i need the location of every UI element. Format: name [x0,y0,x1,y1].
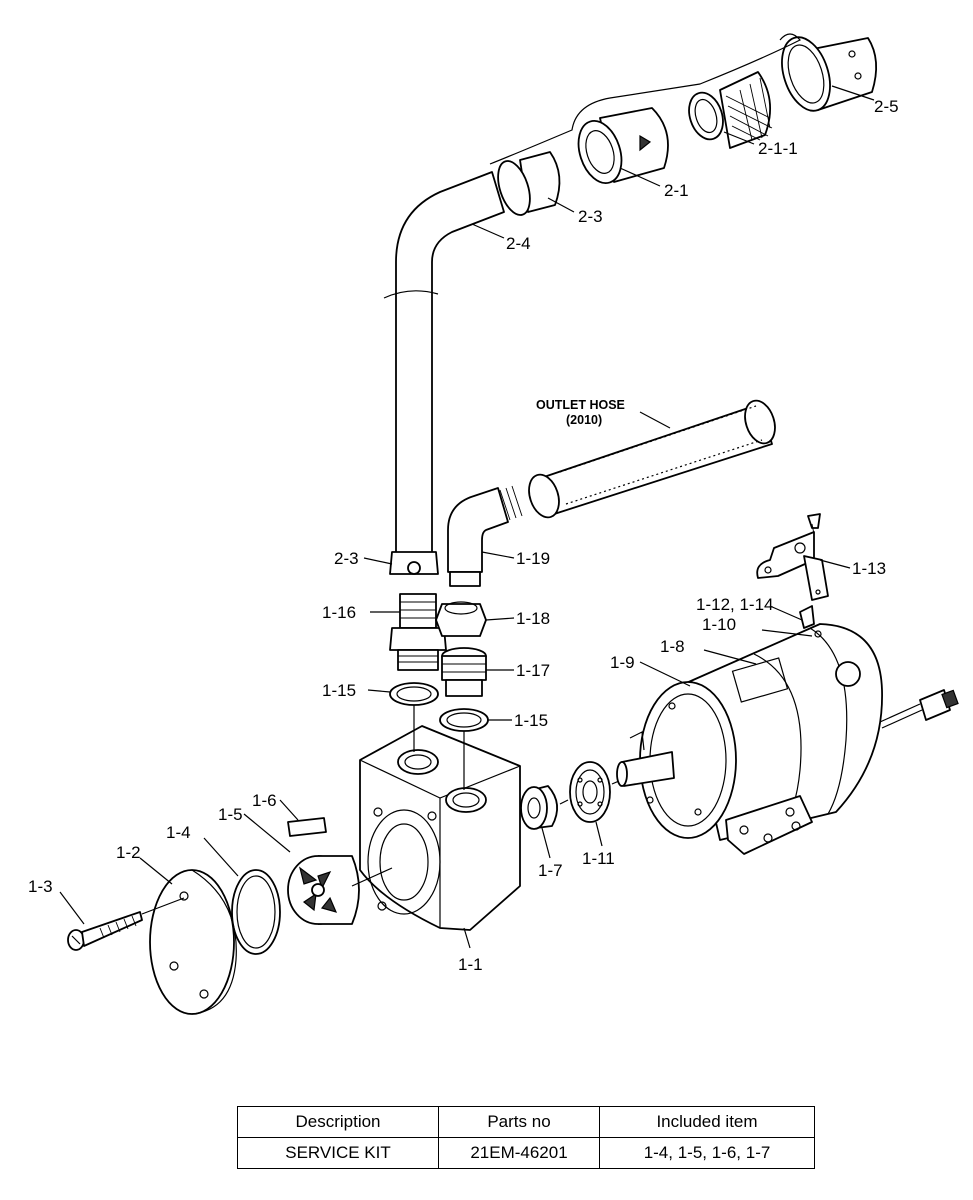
bracket-1-13 [756,513,829,601]
label-1-6: 1-6 [252,791,277,810]
label-1-15-left: 1-15 [322,681,356,700]
tie-wire [489,33,801,165]
elbow-fitting-1-19 [447,485,523,587]
label-1-15-right: 1-15 [514,711,548,730]
label-1-12-1-14: 1-12, 1-14 [696,595,774,614]
strainer-pipe-2-5 [781,36,878,112]
hose-clamp-2-3-top [497,151,561,216]
label-2-3-bottom: 2-3 [334,549,359,568]
label-1-5: 1-5 [218,805,243,824]
o-ring-1-4 [231,869,281,955]
header-parts-no: Parts no [438,1106,600,1138]
seal-1-7 [520,785,558,830]
leader-lines [59,85,875,949]
check-valve-2-1 [577,107,669,184]
label-1-8: 1-8 [660,637,685,656]
header-included-item: Included item [599,1106,815,1138]
pump-housing-1-1 [359,725,521,931]
label-1-18: 1-18 [516,609,550,628]
outlet-hose-2010 [528,399,776,519]
cell-included-item: 1-4, 1-5, 1-6, 1-7 [599,1137,815,1169]
screw-1-3 [67,911,143,951]
cell-parts-no: 21EM-46201 [438,1137,600,1169]
label-outlet-hose-code: (2010) [566,413,602,427]
bearing-1-11 [569,761,611,823]
impeller-1-5 [287,855,360,925]
label-1-2: 1-2 [116,843,141,862]
label-1-4: 1-4 [166,823,191,842]
label-2-4: 2-4 [506,234,531,253]
fitting-1-17 [441,647,487,697]
nut-1-18 [435,601,487,637]
label-outlet-hose: OUTLET HOSE [536,398,625,412]
label-1-10: 1-10 [702,615,736,634]
motor-assembly [616,605,959,855]
table-header-row: Description Parts no Included item [237,1106,815,1138]
table-row: SERVICE KIT 21EM-46201 1-4, 1-5, 1-6, 1-… [237,1137,815,1169]
label-2-1-1: 2-1-1 [758,139,798,158]
label-1-1: 1-1 [458,955,483,974]
key-1-6 [287,817,327,837]
cover-plate-1-2 [149,869,237,1015]
label-1-17: 1-17 [516,661,550,680]
hose-clamp-2-3-bottom [389,551,439,575]
label-1-11: 1-11 [582,849,615,868]
label-1-9: 1-9 [610,653,635,672]
label-2-5: 2-5 [874,97,899,116]
service-kit-table: Description Parts no Included item SERVI… [237,1106,815,1169]
strainer-2-1-1 [688,71,773,149]
part-labels: 2-5 2-1-1 2-1 2-3 2-4 OUTLET HOSE (2010)… [28,97,899,974]
suction-hose-2-4 [383,171,505,563]
label-1-13: 1-13 [852,559,886,578]
fitting-1-16 [389,593,447,671]
cell-description: SERVICE KIT [237,1137,439,1169]
label-1-7: 1-7 [538,861,563,880]
header-description: Description [237,1106,439,1138]
label-1-16: 1-16 [322,603,356,622]
label-1-3: 1-3 [28,877,53,896]
label-2-3-top: 2-3 [578,207,603,226]
label-2-1: 2-1 [664,181,689,200]
label-1-19: 1-19 [516,549,550,568]
